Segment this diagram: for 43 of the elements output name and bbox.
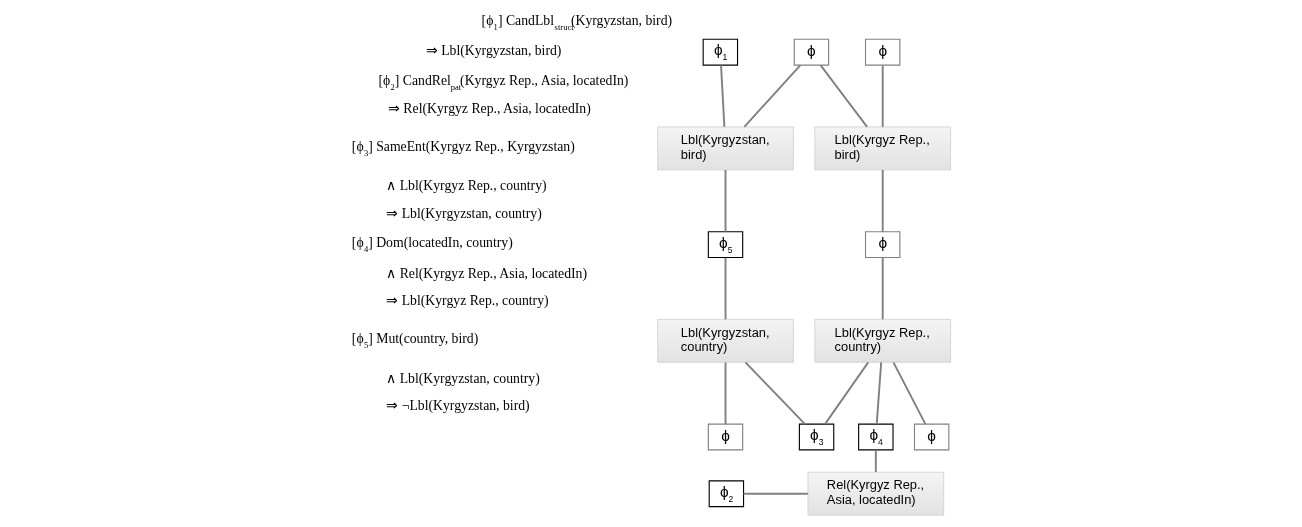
connector: [819, 64, 869, 128]
label: [ϕ$_{3}$] SameEnt(Kyrgyz Rep., Kyrgyzstan): [351, 138, 575, 158]
connector: [744, 361, 806, 426]
label: [ϕ$_{1}$] CandLbl$_{struct}$(Kyrgyzstan, bird): [481, 12, 673, 32]
node-box: ϕ: [793, 38, 830, 66]
node-box: ϕ: [913, 423, 950, 451]
label: ⇒ ¬Lbl(Kyrgyzstan, bird): [386, 398, 530, 414]
label: [ϕ$_{5}$] Mut(country, bird): [351, 331, 479, 351]
node-box: Rel(Kyrgyz Rep., Asia, locatedIn): [807, 471, 945, 516]
label: ⇒ Lbl(Kyrgyz Rep., country): [386, 293, 549, 309]
connector: [881, 169, 884, 233]
label: ⇒ Lbl(Kyrgyzstan, country): [386, 205, 542, 221]
label: ∧ Lbl(Kyrgyz Rep., country): [386, 178, 547, 194]
node-box: ϕ$_{5}$: [707, 231, 744, 259]
connector: [824, 361, 870, 426]
connector: [742, 492, 809, 495]
connector: [743, 64, 802, 128]
label: ∧ Lbl(Kyrgyzstan, country): [386, 370, 540, 386]
connector: [881, 256, 884, 321]
node-box: ϕ$_{3}$: [798, 423, 835, 451]
connector: [724, 361, 727, 426]
connector: [724, 256, 727, 321]
node-box: ϕ$_{1}$: [702, 38, 739, 66]
connector: [720, 64, 726, 128]
label: [ϕ$_{2}$] CandRel$_{pat}$(Kyrgyz Rep., Asia, locatedIn): [378, 72, 629, 92]
connector: [874, 449, 877, 473]
node-box: Lbl(Kyrgyzstan, bird): [657, 126, 794, 171]
node-box: Lbl(Kyrgyz Rep., bird): [814, 126, 951, 171]
node-box: ϕ: [864, 38, 901, 66]
node-box: ϕ$_{2}$: [708, 480, 745, 508]
node-box: ϕ: [707, 423, 744, 451]
node-box: ϕ: [864, 231, 901, 259]
label: [ϕ$_{4}$] Dom(locatedIn, country): [351, 235, 513, 255]
connector: [724, 169, 727, 233]
label: ∧ Rel(Kyrgyz Rep., Asia, locatedIn): [386, 265, 588, 281]
label: ⇒ Rel(Kyrgyz Rep., Asia, locatedIn): [387, 101, 591, 117]
connector: [881, 64, 884, 128]
label: ⇒ Lbl(Kyrgyzstan, bird): [425, 43, 562, 59]
connector: [875, 361, 883, 426]
node-box: ϕ$_{4}$: [858, 423, 894, 451]
connector: [892, 361, 927, 426]
node-box: Lbl(Kyrgyzstan, country): [657, 318, 794, 363]
node-box: Lbl(Kyrgyz Rep., country): [814, 318, 951, 363]
